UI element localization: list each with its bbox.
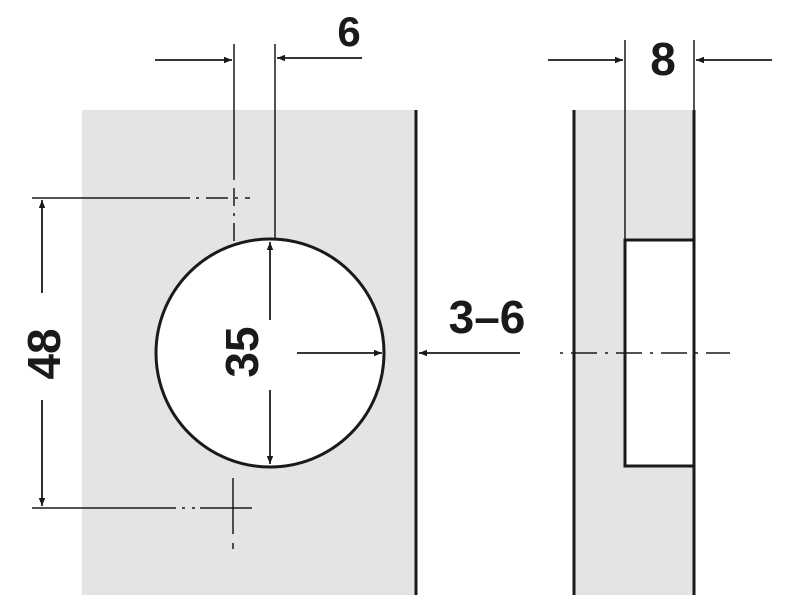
dimension-35-label: 35: [216, 326, 268, 377]
dimension-8-label: 8: [650, 33, 676, 85]
front-view: 6 48 35 3–6: [18, 8, 525, 595]
dimension-6: 6: [155, 8, 362, 64]
dimension-48: 48: [18, 200, 70, 506]
dimension-6-label: 6: [337, 8, 360, 55]
dimension-3-6-label: 3–6: [449, 291, 526, 343]
dimension-35: 35: [216, 242, 274, 464]
screw-crosshair: [200, 478, 252, 549]
dimension-3-6: 3–6: [297, 291, 526, 357]
dimension-48-label: 48: [18, 328, 70, 379]
dimension-8: 8: [548, 33, 772, 85]
cup-bore-hole: [154, 237, 386, 469]
side-view: 8: [548, 33, 772, 595]
